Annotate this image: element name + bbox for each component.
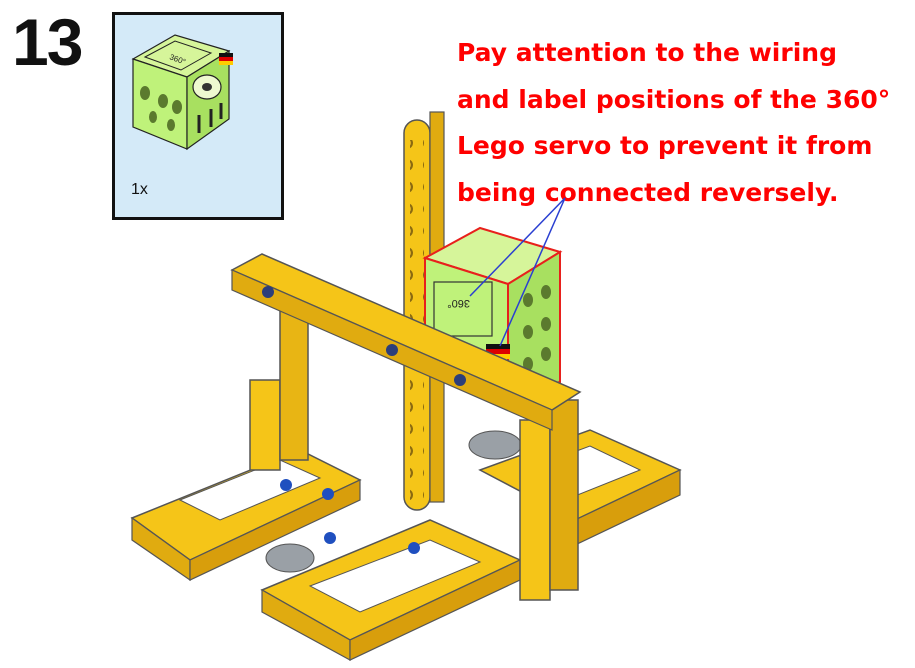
lower-left-frame xyxy=(132,450,360,580)
lower-front-frame xyxy=(262,520,520,660)
right-vertical-post xyxy=(520,400,578,600)
servo-label-on-model: 360° xyxy=(447,297,470,309)
left-vertical-post xyxy=(250,300,308,470)
